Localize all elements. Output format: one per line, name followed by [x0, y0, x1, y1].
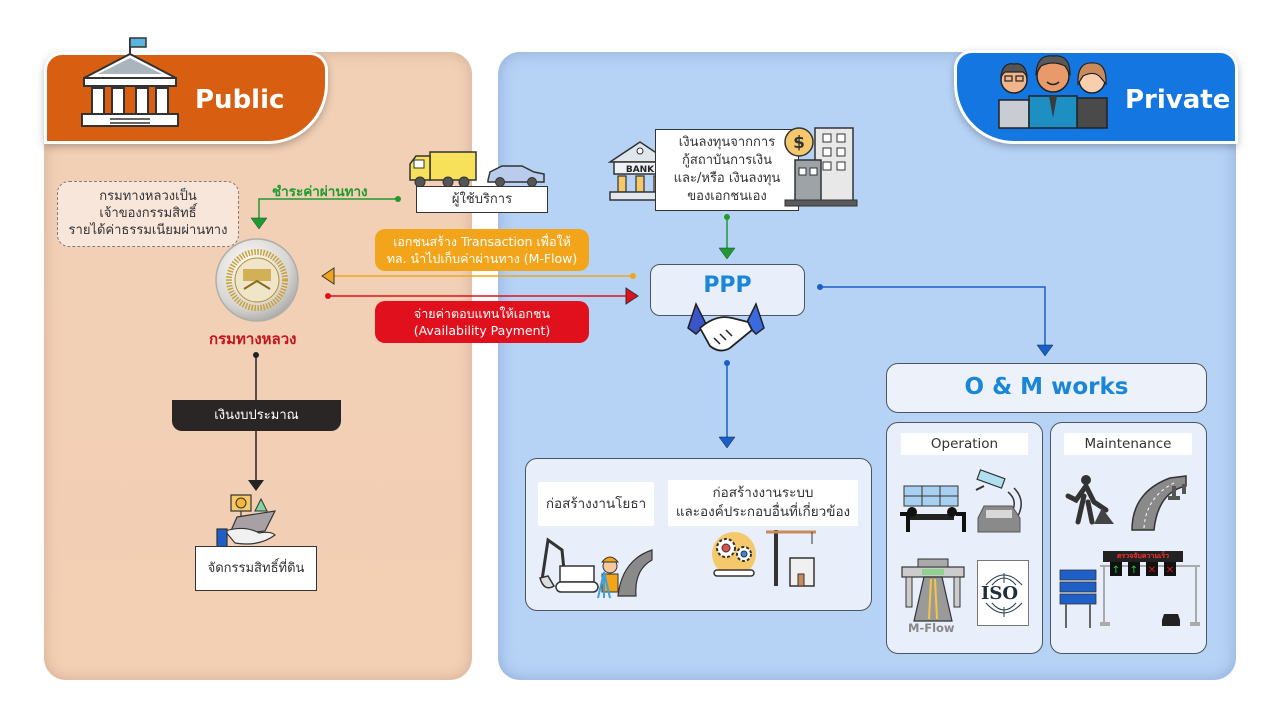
speed-detection-sign: ตรวจจับความเร็ว — [1103, 551, 1183, 562]
ppp-to-om-arrow — [817, 284, 1054, 357]
public-title: Public — [195, 85, 285, 115]
investment-note: เงินลงทุนจากการ กู้สถาบันการเงิน และ/หรื… — [655, 129, 799, 211]
availability-line: (Availability Payment) — [413, 323, 551, 338]
svg-text:✕: ✕ — [1166, 565, 1174, 576]
systems-works-line: ก่อสร้างงานระบบ — [712, 485, 814, 501]
gears-crane-icon — [712, 530, 816, 587]
ownership-note-line: เจ้าของกรรมสิทธิ์ — [99, 206, 197, 221]
availability-line: จ่ายค่าตอบแทนให้เอกชน — [413, 306, 551, 321]
ppp-label: PPP — [703, 273, 752, 298]
systems-works-label: ก่อสร้างงานระบบ และองค์ประกอบอื่นที่เกี่… — [668, 480, 858, 526]
control-room-icon — [900, 485, 966, 532]
systems-works-line: และองค์ประกอบอื่นที่เกี่ยวข้อง — [675, 504, 851, 520]
om-works-header: O & M works — [886, 363, 1207, 413]
iso-badge-icon: ISO — [977, 560, 1029, 626]
service-users-box: ผู้ใช้บริการ — [416, 186, 548, 213]
government-building-icon — [81, 37, 179, 127]
ppp-box: PPP — [650, 264, 805, 316]
investment-note-line: และ/หรือ เงินลงทุน — [673, 171, 781, 186]
land-investment-icon — [216, 494, 277, 548]
svg-text:✕: ✕ — [1148, 565, 1156, 576]
ownership-note: กรมทางหลวงเป็น เจ้าของกรรมสิทธิ์ รายได้ค… — [57, 181, 239, 247]
mflow-line: เอกชนสร้าง Transaction เพื่อให้ — [393, 234, 571, 249]
traffic-camera-icon — [975, 469, 1022, 533]
direction-sign-icon — [1059, 569, 1097, 628]
ownership-note-line: รายได้ค่าธรรมเนียมผ่านทาง — [68, 223, 228, 238]
maintenance-card — [1050, 422, 1207, 654]
department-name: กรมทางหลวง — [209, 330, 297, 348]
office-building-icon: $ — [784, 127, 858, 207]
elevated-road-icon — [1131, 475, 1187, 531]
department-of-highways-seal-icon — [215, 238, 299, 322]
bank-icon-text: BANK — [626, 165, 655, 175]
excavator-road-icon — [539, 537, 653, 599]
maintenance-label: Maintenance — [1064, 433, 1192, 455]
mflow-caption: M-Flow — [908, 621, 955, 635]
lane-signals: ↑ ↑ ✕ ✕ — [1110, 562, 1176, 576]
civil-works-label: ก่อสร้างงานโยธา — [538, 482, 654, 526]
handshake-icon — [687, 302, 765, 352]
svg-text:↑: ↑ — [1130, 565, 1138, 576]
investment-note-line: กู้สถาบันการเงิน — [682, 153, 772, 168]
investment-note-line: เงินลงทุนจากการ — [678, 135, 776, 150]
svg-text:↑: ↑ — [1112, 565, 1120, 576]
globe-icon — [985, 573, 1023, 617]
om-works-title: O & M works — [964, 374, 1129, 400]
ownership-note-line: กรมทางหลวงเป็น — [99, 189, 197, 204]
operation-label: Operation — [901, 433, 1028, 455]
toll-payment-label: ชำระค่าผ่านทาง — [272, 184, 368, 200]
budget-label: เงินงบประมาณ — [172, 400, 341, 431]
vehicles-icon — [409, 151, 545, 188]
ppp-to-construction-arrow — [718, 360, 736, 449]
mflow-gantry-icon — [901, 558, 965, 622]
mflow-transaction-label: เอกชนสร้าง Transaction เพื่อให้ ทล. นำไป… — [375, 229, 589, 271]
overhead-gantry-icon: ↑ ↑ ✕ ✕ — [1100, 562, 1200, 626]
mflow-arrow — [321, 267, 636, 285]
land-rights-box: จัดกรรมสิทธิ์ที่ดิน — [195, 546, 317, 591]
svg-text:$: $ — [793, 133, 805, 153]
investment-arrow — [718, 214, 736, 260]
availability-payment-label: จ่ายค่าตอบแทนให้เอกชน (Availability Paym… — [375, 301, 589, 343]
iso-label: ISO — [981, 583, 1019, 604]
toll-payment-arrow — [250, 196, 401, 230]
business-people-icon — [998, 55, 1108, 129]
private-title: Private — [1125, 85, 1231, 115]
road-worker-icon — [1065, 475, 1114, 525]
investment-note-line: ของเอกชนเอง — [687, 189, 767, 204]
mflow-line: ทล. นำไปเก็บค่าผ่านทาง (M-Flow) — [386, 251, 578, 266]
availability-payment-arrow — [325, 287, 639, 305]
